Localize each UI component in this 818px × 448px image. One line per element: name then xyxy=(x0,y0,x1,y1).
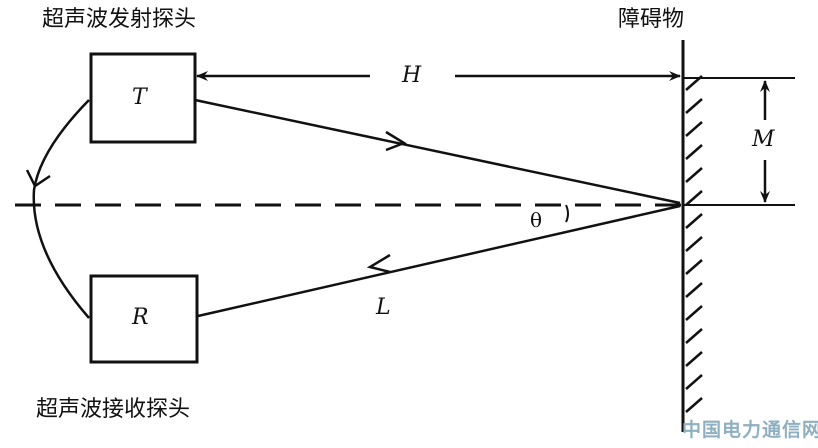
receiver-symbol: R xyxy=(132,305,149,330)
hatch-mark xyxy=(685,236,703,252)
arrow-receive xyxy=(366,253,391,274)
hatch-mark xyxy=(685,213,703,229)
hatch-mark xyxy=(685,167,703,183)
arrow-transmit xyxy=(385,130,407,152)
L-symbol: L xyxy=(376,295,391,320)
obstacle-label: 障碍物 xyxy=(618,7,685,32)
receiver-probe-label: 超声波接收探头 xyxy=(36,397,191,422)
hatch-mark xyxy=(685,374,703,390)
hatch-mark xyxy=(685,190,703,206)
arrow-curve xyxy=(25,169,51,188)
hatch-mark xyxy=(685,144,703,160)
hatch-mark xyxy=(685,305,703,321)
hatch-mark xyxy=(685,351,703,367)
M-symbol: M xyxy=(752,127,775,152)
watermark: 中国电力通信网 xyxy=(682,419,818,441)
coupling-curve xyxy=(32,99,90,319)
hatch-mark xyxy=(685,397,703,413)
receive-path xyxy=(197,204,681,318)
hatch-mark xyxy=(685,98,703,114)
H-symbol: H xyxy=(402,63,422,88)
hatch-mark xyxy=(685,121,703,137)
transmitter-box xyxy=(89,52,197,144)
hatch-mark xyxy=(685,282,703,298)
hatch-mark xyxy=(685,259,703,275)
receiver-box xyxy=(89,274,199,364)
wall-hatching xyxy=(685,75,703,413)
theta-symbol: θ xyxy=(530,208,543,232)
hatch-mark xyxy=(685,328,703,344)
angle-arc xyxy=(565,204,569,223)
transmit-path xyxy=(194,98,681,205)
hatch-mark xyxy=(685,75,703,91)
transmitter-probe-label: 超声波发射探头 xyxy=(42,7,197,32)
transmitter-symbol: T xyxy=(132,85,147,110)
